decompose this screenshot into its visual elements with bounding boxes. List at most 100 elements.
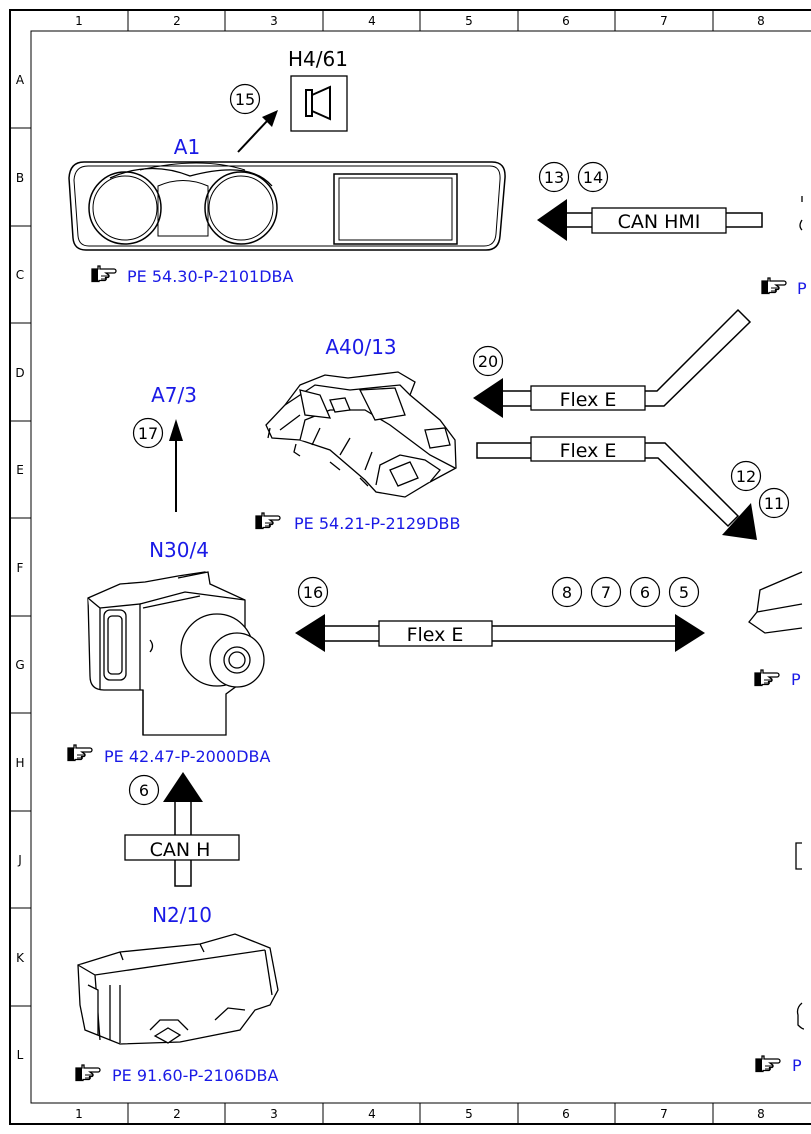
sheet-frame (9, 9, 811, 1125)
reference-a1-text: PE 54.30-P-2101DBA (127, 267, 294, 286)
callout-20: 20 (472, 345, 504, 377)
svg-text:15: 15 (235, 90, 255, 109)
callout-7: 7 (590, 576, 622, 608)
svg-text:6: 6 (139, 781, 149, 800)
grid-col-8: 8 (757, 1107, 765, 1121)
flex-e-upper-label: Flex E (560, 389, 617, 411)
callout-11: 11 (758, 487, 790, 519)
callout-6-can-h: 6 (128, 774, 160, 806)
flex-e-lower-label: Flex E (560, 440, 617, 462)
grid-row-g: G (15, 658, 24, 672)
a40-13-label: A40/13 (325, 335, 396, 359)
reference-right-l-text: P (792, 1056, 802, 1075)
a7-3-label: A7/3 (151, 383, 197, 407)
svg-text:5: 5 (679, 583, 689, 602)
grid-row-h: H (15, 756, 24, 770)
pointing-hand-icon (67, 744, 93, 762)
callout-13: 13 (538, 161, 570, 193)
arrow-to-speaker (237, 110, 278, 153)
reference-right-c-text: P (797, 279, 807, 298)
svg-text:8: 8 (562, 583, 572, 602)
callout-6: 6 (629, 576, 661, 608)
grid-col-2: 2 (173, 14, 181, 28)
grid-col-1: 1 (75, 14, 83, 28)
grid-row-k: K (16, 951, 25, 965)
grid-col-8: 8 (757, 14, 765, 28)
grid-col-2: 2 (173, 1107, 181, 1121)
grid-row-c: C (16, 268, 24, 282)
grid-row-j: J (17, 853, 22, 867)
flex-e-lower-bus: Flex E (476, 436, 757, 540)
can-hmi-label: CAN HMI (618, 211, 701, 233)
grid-row-l: L (17, 1048, 24, 1062)
pointing-hand-icon (755, 1055, 781, 1073)
grid-row-e: E (16, 463, 24, 477)
grid-row-d: D (15, 366, 24, 380)
svg-text:7: 7 (601, 583, 611, 602)
callout-14: 14 (577, 161, 609, 193)
svg-text:6: 6 (640, 583, 650, 602)
reference-n30-4-text: PE 42.47-P-2000DBA (104, 747, 271, 766)
pointing-hand-icon (754, 669, 780, 687)
grid-col-6: 6 (562, 1107, 570, 1121)
svg-text:12: 12 (736, 467, 756, 486)
reference-n2-10-text: PE 91.60-P-2106DBA (112, 1066, 279, 1085)
callout-15: 15 (229, 83, 261, 115)
h4-61-label: H4/61 (288, 47, 348, 71)
grid-col-3: 3 (270, 1107, 278, 1121)
reference-n30-4: PE 42.47-P-2000DBA (67, 744, 271, 766)
svg-text:20: 20 (478, 352, 498, 371)
grid-col-7: 7 (660, 1107, 668, 1121)
grid-row-a: A (16, 73, 25, 87)
callout-12: 12 (730, 460, 762, 492)
right-device-partial (748, 571, 803, 634)
grid-col-1: 1 (75, 1107, 83, 1121)
callout-8: 8 (551, 576, 583, 608)
pointing-hand-icon (761, 277, 787, 295)
reference-right-g-text: P (791, 670, 801, 689)
grid-col-4: 4 (368, 1107, 376, 1121)
reference-a40-13: PE 54.21-P-2129DBB (255, 512, 460, 533)
svg-text:17: 17 (138, 424, 158, 443)
reference-right-l: P (755, 1055, 802, 1075)
grid-col-4: 4 (368, 14, 376, 28)
can-hmi-bus: CAN HMI (537, 199, 763, 241)
grid-column-labels-top: 1 2 3 4 5 6 7 8 (75, 14, 765, 28)
can-h-bus: CAN H (124, 772, 240, 887)
instrument-cluster-a1 (68, 161, 506, 251)
svg-text:16: 16 (303, 583, 323, 602)
grid-col-7: 7 (660, 14, 668, 28)
flex-e-upper-bus: Flex E (473, 308, 752, 418)
grid-row-f: F (17, 561, 24, 575)
grid-col-6: 6 (562, 14, 570, 28)
grid-row-b: B (16, 171, 24, 185)
callout-16: 16 (297, 576, 329, 608)
pointing-hand-icon (91, 265, 117, 283)
reference-right-c: P (761, 277, 807, 298)
control-unit-n2-10 (77, 933, 279, 1045)
callout-17: 17 (132, 417, 164, 449)
svg-text:11: 11 (764, 494, 784, 513)
esp-unit-n30-4 (87, 571, 265, 736)
a1-label: A1 (174, 135, 200, 159)
display-module-a40-13 (265, 371, 457, 498)
n30-4-label: N30/4 (149, 538, 209, 562)
svg-text:13: 13 (544, 168, 564, 187)
grid-row-labels: A B C D E F G H J K L (15, 73, 25, 1062)
flex-e-mid-label: Flex E (407, 624, 464, 646)
grid-col-3: 3 (270, 14, 278, 28)
svg-text:14: 14 (583, 168, 603, 187)
arrow-to-a7-3 (169, 419, 183, 512)
reference-a1: PE 54.30-P-2101DBA (91, 265, 294, 286)
reference-right-g: P (754, 669, 801, 689)
flex-e-mid-bus: Flex E (295, 614, 705, 652)
pointing-hand-icon (75, 1064, 101, 1082)
n2-10-label: N2/10 (152, 903, 212, 927)
grid-col-5: 5 (465, 14, 473, 28)
speaker-icon (290, 75, 348, 132)
grid-column-labels-bottom: 1 2 3 4 5 6 7 8 (75, 1107, 765, 1121)
reference-n2-10: PE 91.60-P-2106DBA (75, 1064, 279, 1085)
reference-a40-13-text: PE 54.21-P-2129DBB (294, 514, 460, 533)
grid-col-5: 5 (465, 1107, 473, 1121)
